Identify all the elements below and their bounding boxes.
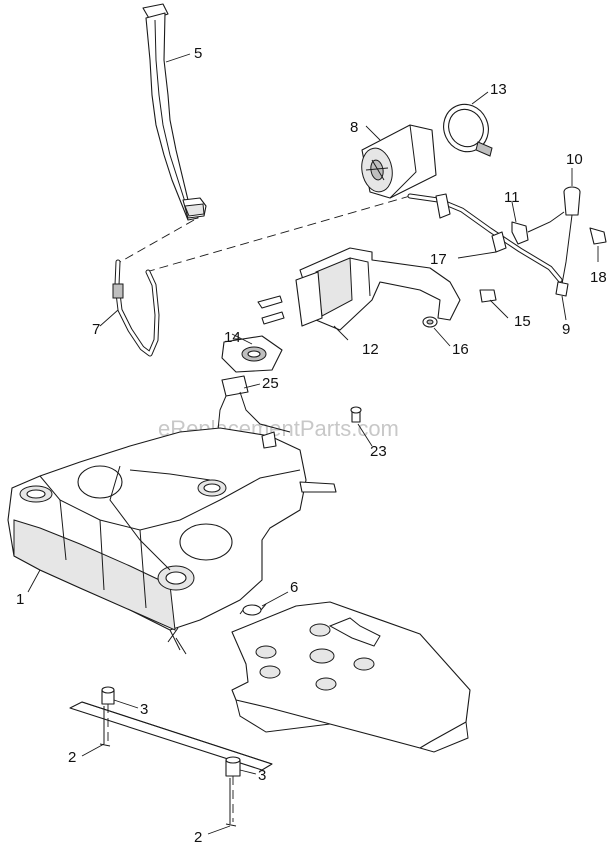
part-3-pad-upper xyxy=(101,686,115,705)
callout-17: 17 xyxy=(430,251,447,268)
skid-plate xyxy=(231,601,471,753)
callout-11: 11 xyxy=(504,189,520,206)
part-7-hose xyxy=(112,259,160,357)
part-17-vent-hose xyxy=(407,193,563,283)
callout-16: 16 xyxy=(452,341,469,358)
callout-14: 14 xyxy=(224,329,241,346)
callout-3-upper: 3 xyxy=(140,701,148,718)
callout-10: 10 xyxy=(566,151,583,168)
part-2-clip-upper xyxy=(99,706,111,747)
part-10-vent-valve xyxy=(561,186,581,285)
part-13-strap xyxy=(443,103,493,157)
part-3-pad-lower xyxy=(225,756,241,777)
callout-1: 1 xyxy=(16,591,24,608)
callout-5: 5 xyxy=(194,45,202,62)
callout-12: 12 xyxy=(362,341,379,358)
connection-line-vent xyxy=(145,195,411,273)
tank-strap xyxy=(69,701,273,771)
callout-13: 13 xyxy=(490,81,507,98)
part-18-tee-fitting xyxy=(589,227,607,245)
connection-line-filler xyxy=(119,219,195,263)
callout-6: 6 xyxy=(290,579,298,596)
part-5-filler-neck xyxy=(142,3,207,221)
callout-3-lower: 3 xyxy=(258,767,266,784)
part-15-screw xyxy=(479,289,497,303)
callout-2-upper: 2 xyxy=(68,749,76,766)
part-23-fitting xyxy=(350,406,362,423)
part-14-bracket-screws xyxy=(257,295,285,325)
part-25-wire-harness-connector xyxy=(217,375,291,433)
part-2-clip-lower xyxy=(225,778,237,827)
callout-2-lower: 2 xyxy=(194,829,202,846)
part-9-clip xyxy=(555,281,569,297)
callout-25: 25 xyxy=(262,375,279,392)
callout-23: 23 xyxy=(370,443,387,460)
part-1-fuel-tank xyxy=(7,427,337,655)
part-14-sender-plate xyxy=(221,335,283,373)
callout-9: 9 xyxy=(562,321,570,338)
callout-7: 7 xyxy=(92,321,100,338)
part-11-elbow-fitting xyxy=(511,211,565,245)
callout-15: 15 xyxy=(514,313,531,330)
part-12-bracket xyxy=(295,247,461,331)
part-6-cap xyxy=(239,603,267,616)
callout-8: 8 xyxy=(350,119,358,136)
callout-18: 18 xyxy=(590,269,607,286)
leader-lines xyxy=(27,53,599,835)
part-16-nut xyxy=(422,316,438,328)
part-8-canister xyxy=(361,124,437,199)
